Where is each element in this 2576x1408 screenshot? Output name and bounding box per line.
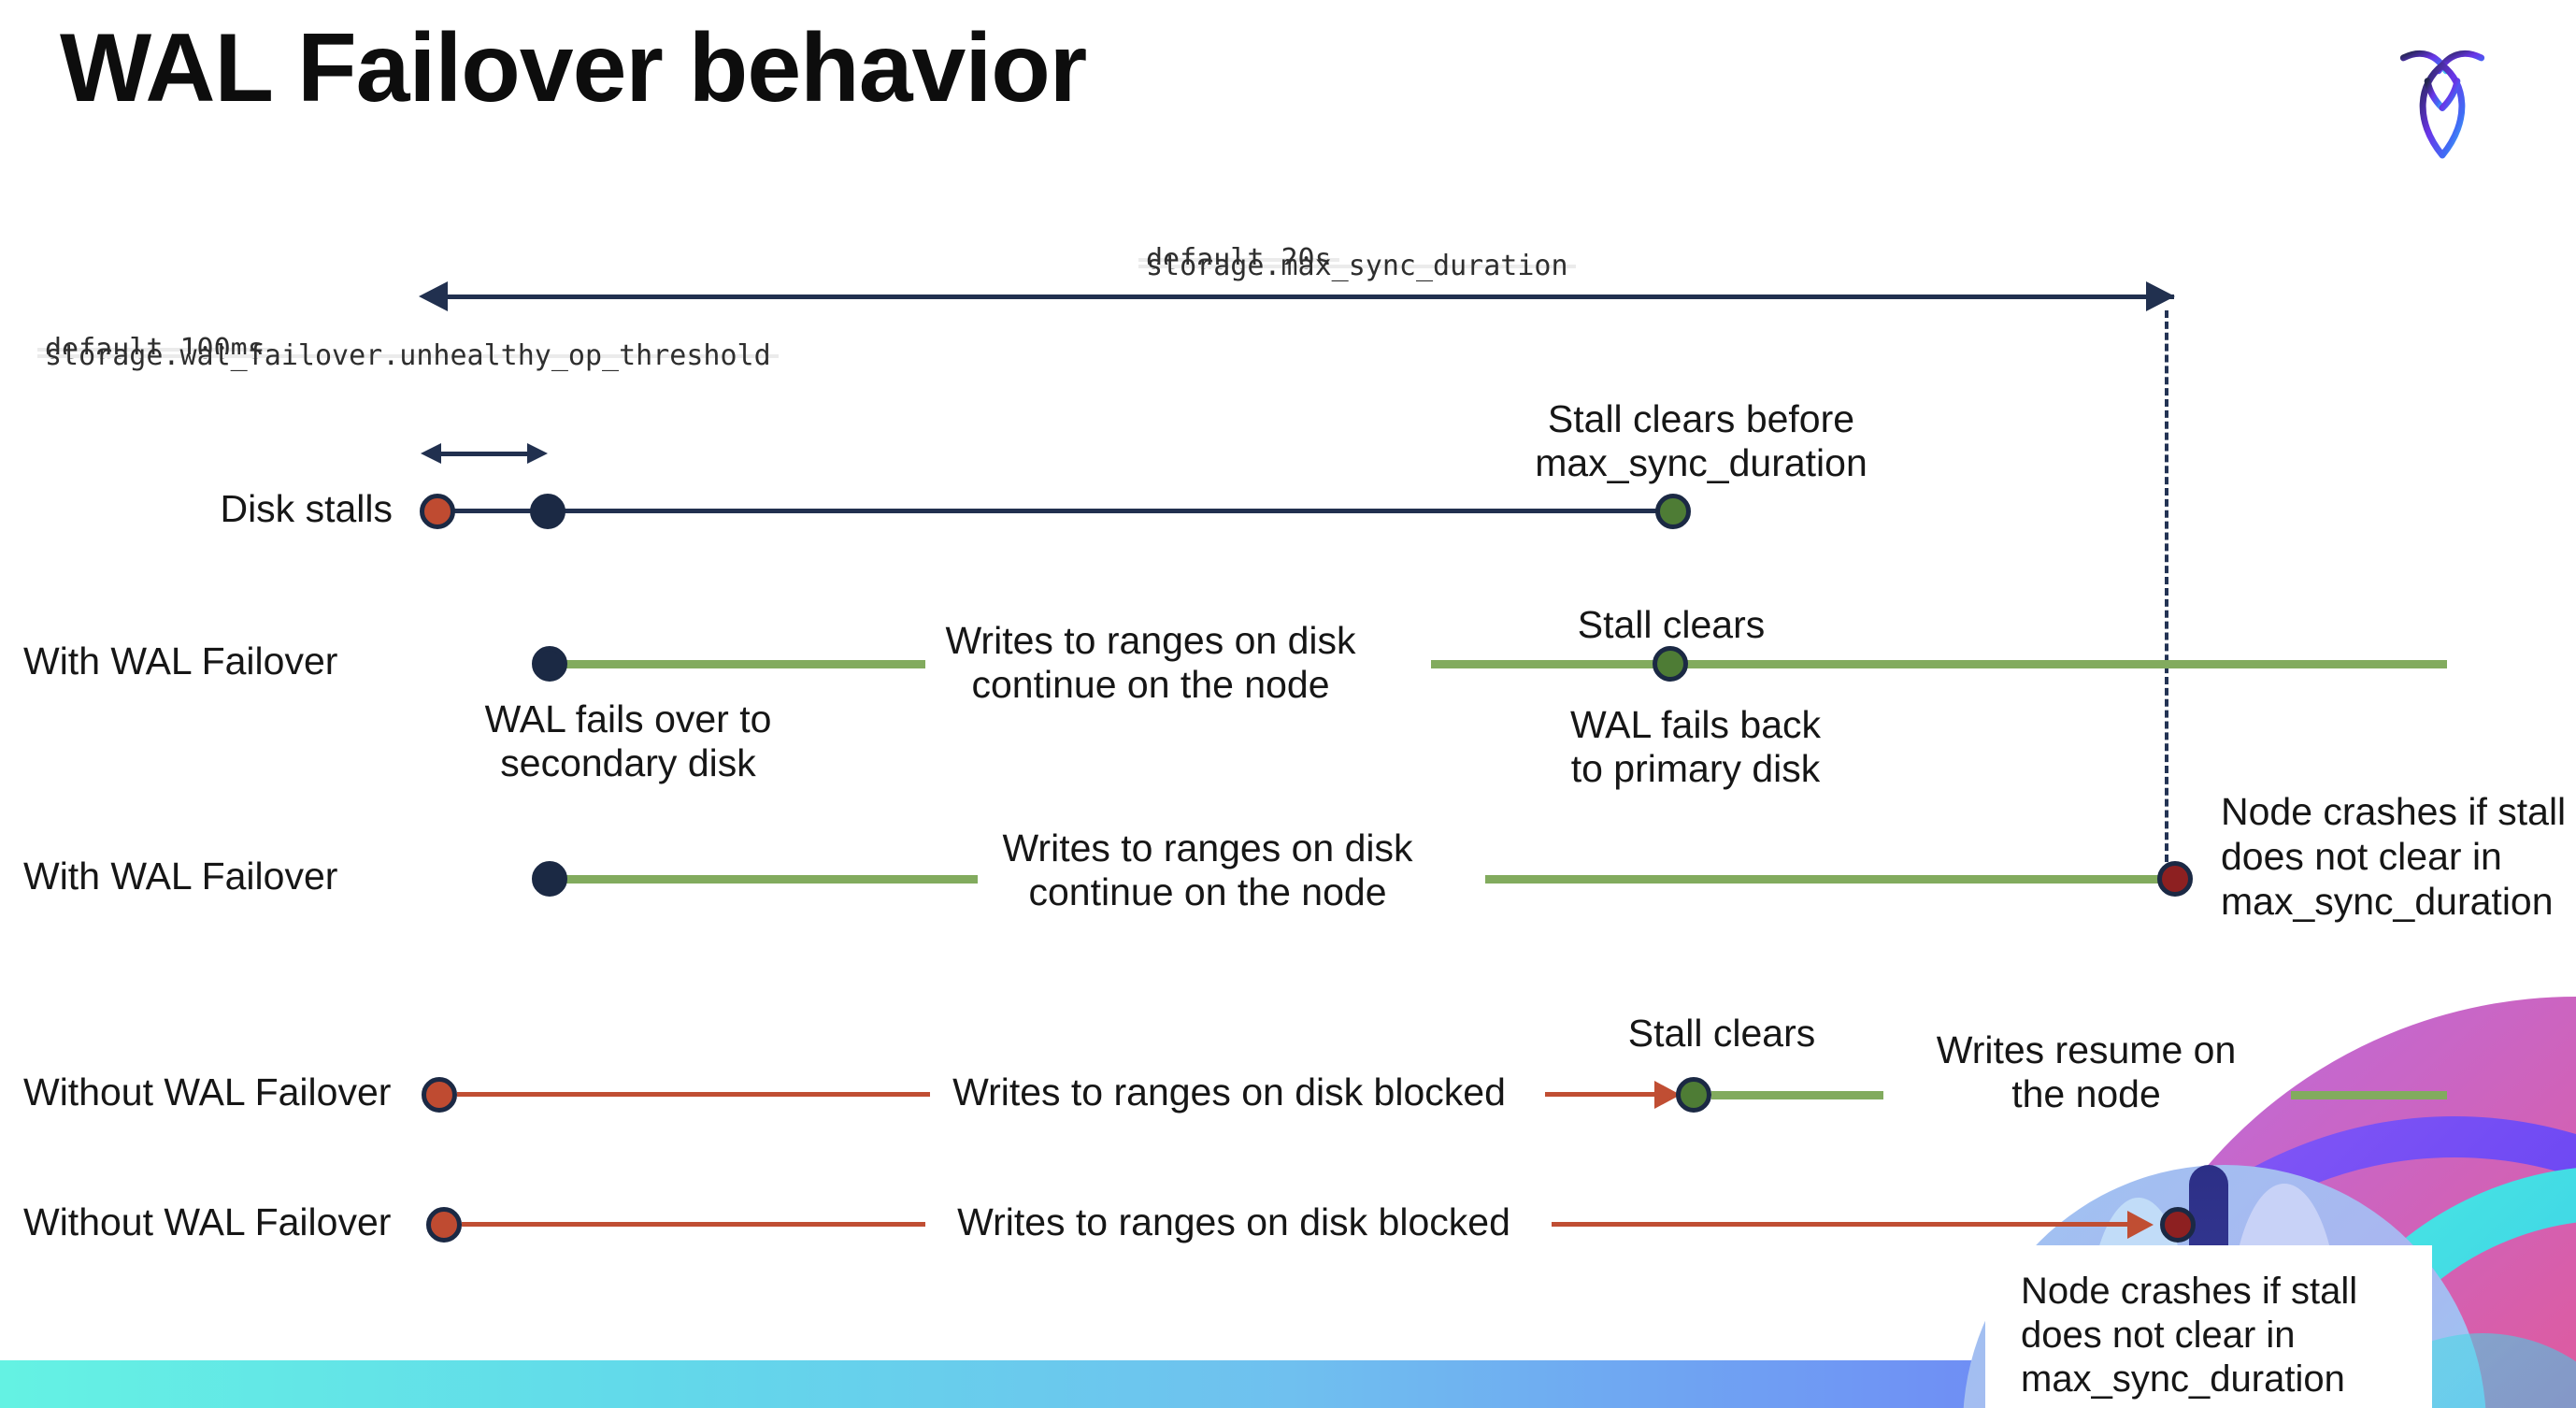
threshold-span-line — [437, 452, 531, 456]
stall-clears-dot-2 — [1676, 1077, 1711, 1113]
timeline-label-with-wal-failover-1: With WAL Failover — [23, 639, 338, 682]
timeline-label-without-wal-failover-1: Without WAL Failover — [23, 1070, 392, 1113]
arrowhead-right-small-icon — [527, 443, 548, 464]
cockroachdb-logo-icon — [2399, 50, 2485, 159]
unhealthy-op-threshold-setting-label: default 100ms storage.wal_failover.unhea… — [37, 336, 779, 370]
threshold-reached-dot — [530, 494, 565, 529]
threshold-setting-name: storage.wal_failover.unhealthy_op_thresh… — [37, 342, 779, 370]
writes-continue-line-1b — [1431, 660, 2447, 668]
writes-blocked-line-1a — [457, 1092, 930, 1097]
writes-continue-note-1: Writes to ranges on disk continue on the… — [945, 619, 1356, 706]
stall-clears-before-note: Stall clears before max_sync_duration — [1535, 397, 1868, 484]
timeline-label-without-wal-failover-2: Without WAL Failover — [23, 1200, 392, 1243]
disk-stall-timeline-line — [437, 509, 1673, 513]
stall-start-dot-2 — [422, 1077, 457, 1113]
max-sync-duration-span-line — [439, 295, 2174, 299]
node-crash-note-card: Node crashes if stall does not clear in … — [1985, 1245, 2432, 1408]
node-crash-note-1: Node crashes if stall does not clear in … — [2221, 790, 2567, 923]
node-crash-note-2: Node crashes if stall does not clear in … — [2021, 1271, 2358, 1400]
page-title: WAL Failover behavior — [60, 14, 1087, 122]
failback-dot — [1653, 646, 1688, 682]
red-arrowhead-icon-2 — [2127, 1211, 2154, 1239]
writes-resume-line-b — [2291, 1091, 2447, 1099]
timeline-label-with-wal-failover-2: With WAL Failover — [23, 855, 338, 898]
max-sync-setting-name: storage.max_sync_duration — [1138, 252, 1576, 280]
writes-continue-note-2: Writes to ranges on disk continue on the… — [1002, 826, 1413, 913]
arrowhead-right-icon — [2146, 281, 2175, 311]
max-sync-duration-setting-label: default 20s storage.max_sync_duration — [1138, 246, 1576, 280]
writes-blocked-note-1: Writes to ranges on disk blocked — [952, 1070, 1506, 1113]
writes-resume-line-a — [1711, 1091, 1883, 1099]
writes-blocked-line-1b — [1545, 1092, 1659, 1097]
max-sync-deadline-dashed-line — [2165, 310, 2168, 862]
node-crash-dot-1 — [2157, 861, 2193, 897]
writes-resume-note: Writes resume on the node — [1936, 1028, 2237, 1115]
stall-clears-label-1: Stall clears — [1577, 603, 1766, 646]
stall-clears-dot — [1655, 494, 1691, 529]
writes-blocked-line-2a — [462, 1222, 925, 1227]
failover-note: WAL fails over to secondary disk — [484, 697, 772, 784]
writes-continue-line-2a — [566, 875, 978, 884]
node-crash-dot-2 — [2160, 1207, 2196, 1243]
failback-note: WAL fails back to primary disk — [1569, 703, 1822, 790]
timeline-label-disk-stalls: Disk stalls — [220, 487, 393, 530]
failover-dot-2 — [532, 861, 567, 897]
stall-start-dot — [420, 494, 455, 529]
writes-blocked-note-2: Writes to ranges on disk blocked — [957, 1200, 1510, 1243]
writes-continue-line-2b — [1485, 875, 2165, 884]
writes-continue-line-1a — [566, 660, 925, 668]
arrowhead-left-small-icon — [421, 443, 441, 464]
arrowhead-left-icon — [419, 281, 448, 311]
stall-clears-label-2: Stall clears — [1627, 1012, 1816, 1055]
writes-blocked-line-2b — [1552, 1222, 2131, 1227]
failover-dot — [532, 646, 567, 682]
stall-start-dot-3 — [426, 1207, 462, 1243]
